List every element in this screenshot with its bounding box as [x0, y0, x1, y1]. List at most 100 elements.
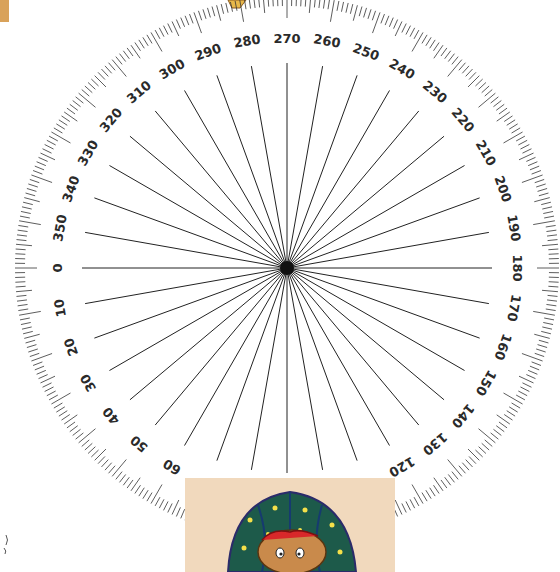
tick-mark	[459, 63, 466, 71]
tick-mark	[26, 340, 36, 343]
tick-mark	[462, 66, 469, 73]
radial-line	[109, 166, 282, 266]
tick-mark	[147, 493, 152, 502]
tick-mark	[15, 277, 25, 278]
tick-mark	[516, 136, 525, 141]
tick-mark	[277, 0, 278, 6]
radial-line	[290, 272, 419, 425]
tick-mark	[159, 28, 164, 37]
tick-mark	[15, 258, 25, 259]
tick-mark	[522, 175, 543, 183]
tick-mark	[28, 184, 38, 187]
tick-mark	[518, 391, 527, 396]
red-cap	[262, 531, 318, 540]
tick-mark	[254, 0, 255, 8]
degree-label: 220	[449, 106, 476, 135]
tick-mark	[394, 20, 398, 29]
tick-mark	[535, 179, 544, 182]
tick-mark	[73, 101, 81, 107]
tick-mark	[346, 3, 348, 13]
tick-mark	[20, 216, 30, 218]
tick-mark	[538, 188, 548, 191]
tick-mark	[482, 443, 489, 450]
radial-line	[217, 273, 285, 461]
tick-mark	[39, 157, 48, 161]
radial-line	[291, 271, 444, 400]
tick-mark	[548, 295, 558, 296]
tick-mark	[482, 86, 489, 93]
tick-mark	[30, 179, 39, 182]
tick-mark	[28, 349, 38, 352]
tick-mark	[434, 485, 440, 493]
tick-mark	[76, 433, 84, 439]
tick-mark	[164, 501, 169, 510]
tick-mark	[282, 0, 283, 6]
tick-mark	[127, 480, 133, 488]
tick-mark	[15, 268, 37, 269]
tick-mark	[85, 86, 92, 93]
tick-mark	[466, 69, 473, 76]
radial-line	[94, 270, 282, 338]
tick-mark	[37, 162, 46, 166]
tick-mark	[479, 429, 496, 443]
tick-mark	[479, 93, 496, 107]
radial-line	[288, 66, 323, 263]
tick-mark	[542, 327, 552, 329]
tick-mark	[448, 460, 462, 477]
tick-mark	[18, 309, 28, 311]
tick-mark	[549, 258, 559, 259]
tick-mark	[15, 281, 25, 283]
tick-mark	[509, 124, 517, 129]
tick-mark	[230, 2, 232, 12]
degree-label: 330	[75, 138, 100, 168]
tick-mark	[543, 211, 553, 213]
tick-mark	[468, 449, 479, 460]
degree-label: 290	[193, 41, 223, 62]
radial-line	[292, 198, 480, 266]
tick-mark	[499, 108, 507, 114]
radial-line	[289, 75, 357, 263]
tick-mark	[509, 407, 517, 412]
tick-mark	[368, 9, 371, 19]
tick-mark	[43, 149, 52, 153]
tick-mark	[314, 0, 315, 7]
radial-line	[292, 269, 489, 304]
tick-mark	[475, 450, 482, 457]
degree-label: 160	[492, 332, 513, 362]
radial-line	[82, 268, 282, 269]
tick-mark	[412, 32, 423, 51]
tick-mark	[485, 440, 493, 447]
tick-mark	[353, 5, 357, 20]
tick-mark	[497, 415, 510, 424]
tick-mark	[70, 426, 78, 432]
tick-mark	[520, 387, 529, 392]
radial-line	[217, 75, 285, 263]
tick-mark	[20, 318, 30, 320]
radial-line	[287, 63, 288, 263]
tick-mark	[135, 485, 141, 493]
tick-mark	[17, 300, 27, 301]
tick-mark	[16, 295, 26, 296]
tick-mark	[185, 16, 189, 25]
degree-label: 250	[351, 41, 381, 62]
tick-mark	[537, 268, 559, 269]
tick-mark	[452, 472, 458, 480]
radial-lines	[82, 63, 492, 473]
tick-mark	[62, 415, 70, 421]
tick-mark	[143, 490, 148, 498]
tick-mark	[434, 43, 440, 51]
tick-mark	[15, 272, 25, 273]
radial-line	[251, 273, 286, 470]
degree-label: 350	[52, 214, 70, 243]
degree-label: 10	[53, 298, 69, 318]
radial-line	[292, 270, 480, 338]
tick-mark	[548, 240, 558, 241]
tick-mark	[546, 230, 556, 231]
tick-mark	[40, 376, 55, 383]
tick-mark	[542, 290, 558, 291]
radial-line	[290, 111, 419, 264]
tick-mark	[512, 128, 521, 133]
tick-mark	[16, 244, 32, 245]
tick-mark	[33, 171, 42, 175]
